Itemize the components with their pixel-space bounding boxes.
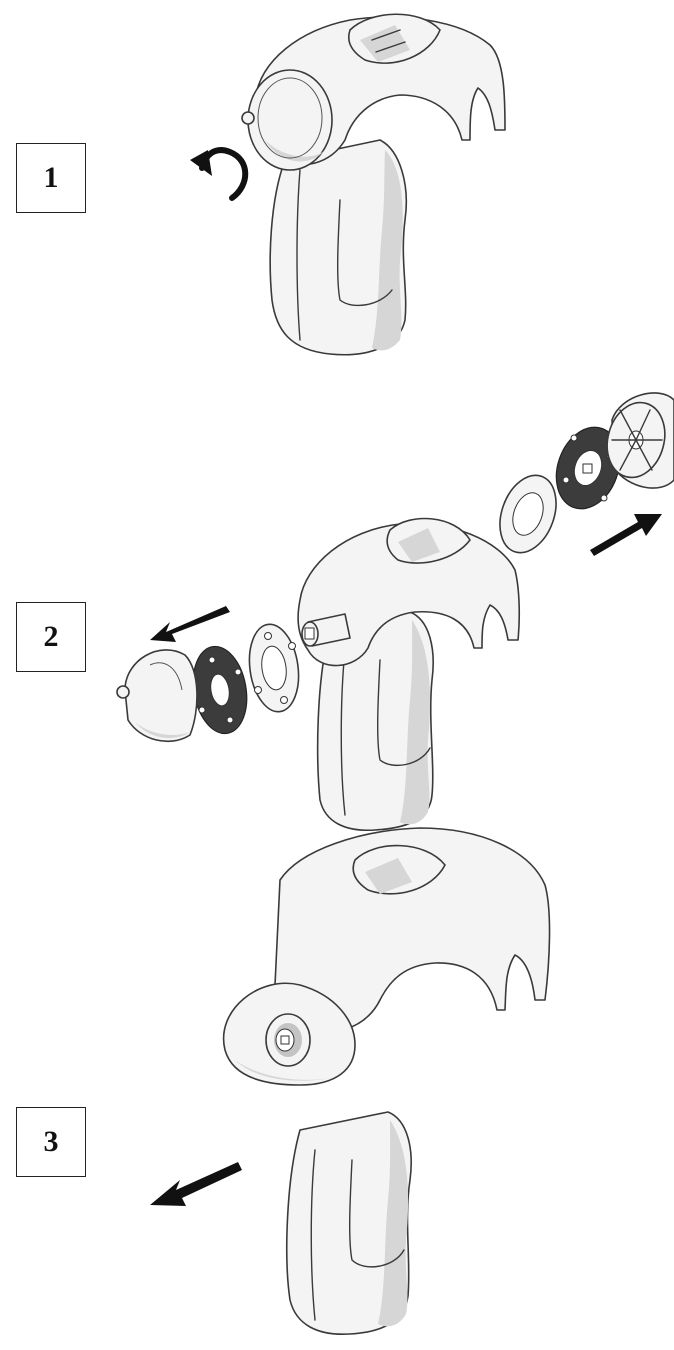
arrow-right-up-icon [590, 514, 662, 556]
arrow-pull-out-icon [150, 1162, 242, 1206]
step-3-number: 3 [43, 1125, 59, 1158]
step-1-number: 1 [43, 161, 59, 194]
step-2-number: 2 [43, 620, 59, 653]
rotate-counterclockwise-icon [190, 150, 212, 176]
step-3-label: 3 [16, 1107, 86, 1177]
step-2-label: 2 [16, 602, 86, 672]
step-1-handle-assembled [190, 13, 506, 356]
arrow-left-down-icon [150, 606, 230, 642]
step-3-handle-removal [150, 827, 551, 1336]
step-1-label: 1 [16, 143, 86, 213]
step-2-handle-exploded [116, 392, 674, 832]
